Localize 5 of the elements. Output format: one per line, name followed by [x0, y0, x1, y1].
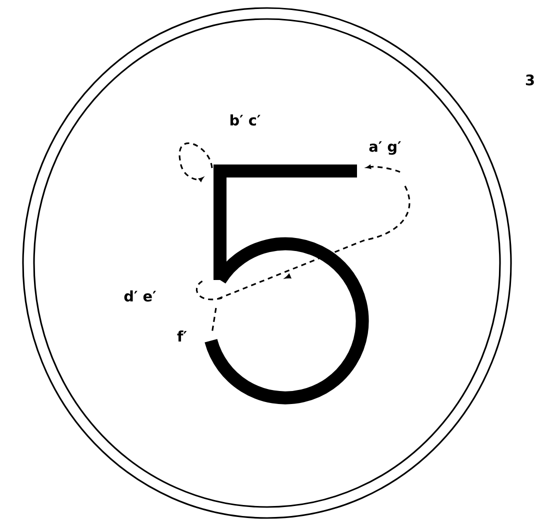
figure-number: 3	[526, 74, 534, 86]
stroke-point-label: a′ g′	[369, 141, 401, 155]
stroke-point-label: d′ e′	[124, 290, 156, 302]
stroke-point-label: b′ c′	[230, 114, 260, 126]
stroke-point-label: f′	[177, 330, 187, 342]
